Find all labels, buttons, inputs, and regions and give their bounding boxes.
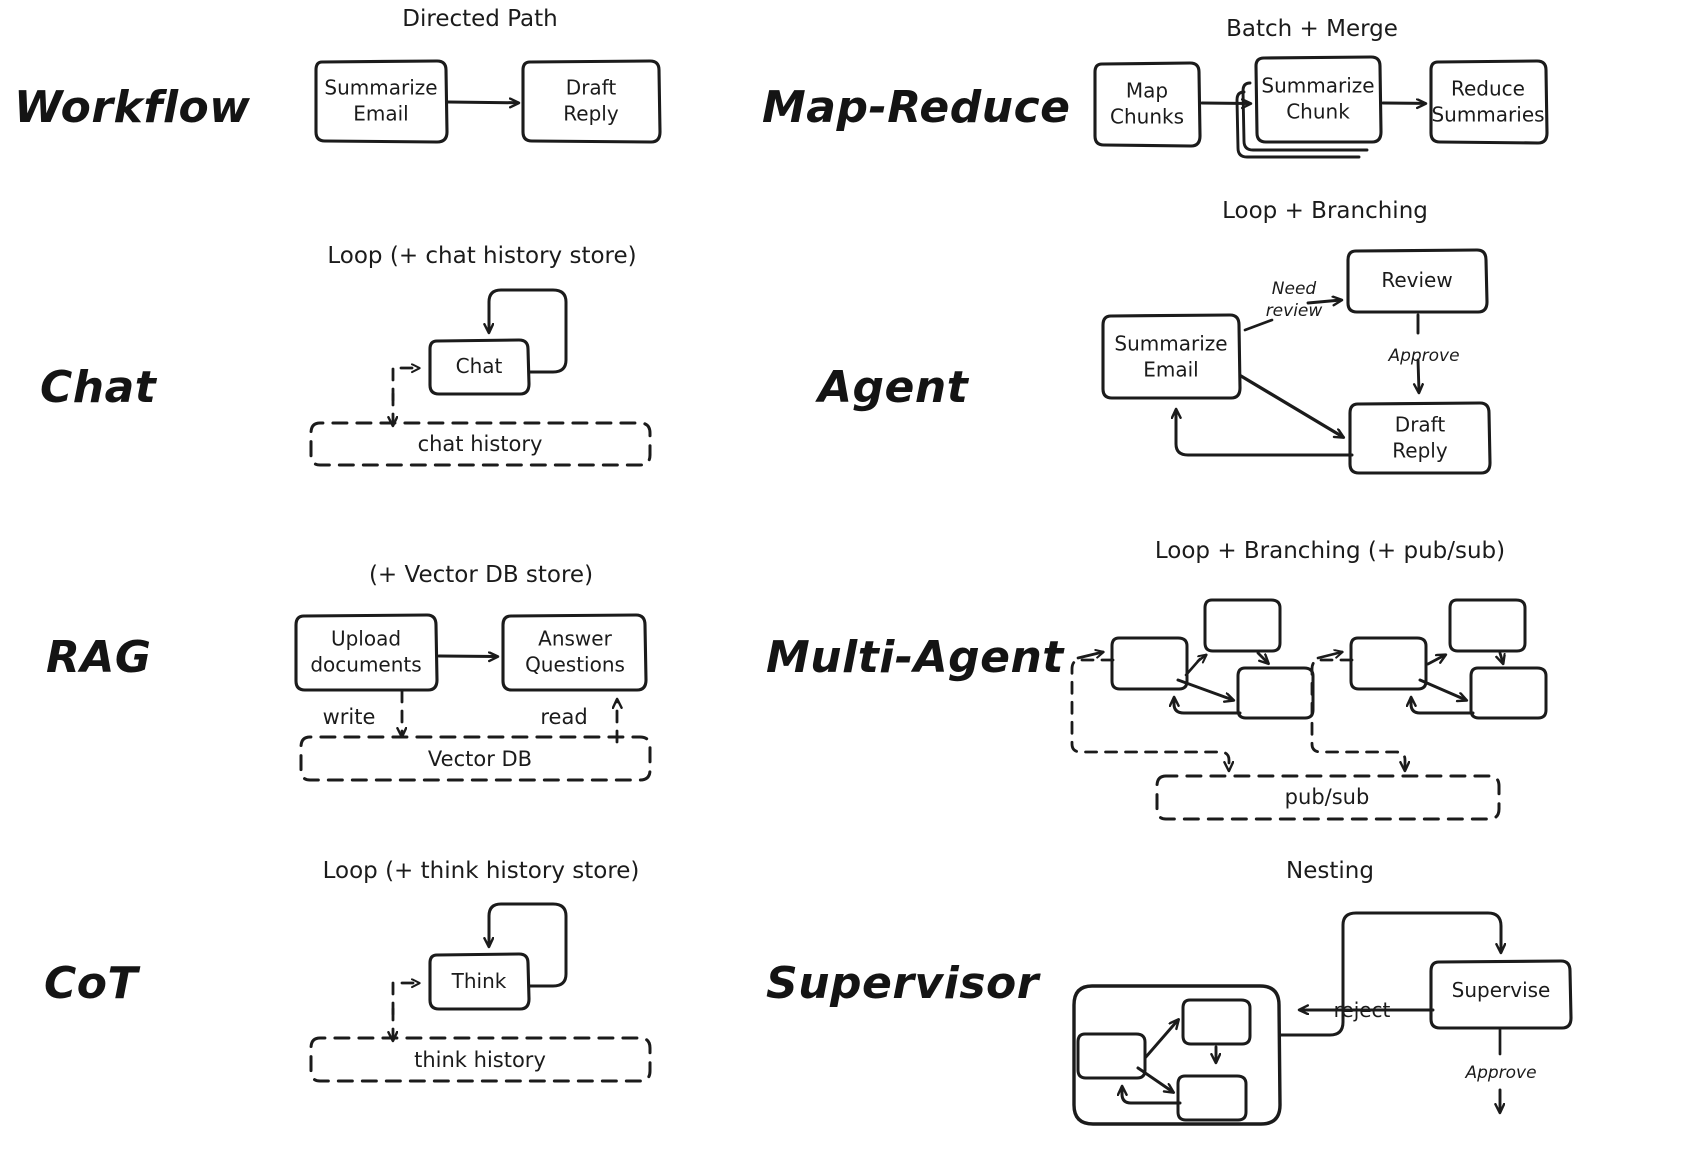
category-label-workflow: Workflow bbox=[14, 82, 251, 133]
caption-loop-chat-history: Loop (+ chat history store) bbox=[327, 243, 637, 269]
edge-label-write: write bbox=[322, 705, 376, 729]
category-label-rag: RAG bbox=[46, 632, 152, 683]
caption-loop-branching-pubsub: Loop + Branching (+ pub/sub) bbox=[1154, 538, 1506, 564]
category-label-multi-agent: Multi-Agent bbox=[766, 632, 1064, 683]
store-chat-history: chat history bbox=[417, 432, 543, 456]
edge-label-reject: reject bbox=[1333, 998, 1391, 1022]
store-think-history: think history bbox=[414, 1048, 546, 1072]
edge-label-need-review: Need review bbox=[1265, 278, 1323, 321]
caption-batch-merge: Batch + Merge bbox=[1226, 16, 1398, 42]
caption-loop-branching: Loop + Branching bbox=[1222, 198, 1428, 224]
category-label-cot: CoT bbox=[44, 958, 139, 1009]
category-label-map-reduce: Map-Reduce bbox=[762, 82, 1071, 133]
category-label-supervisor: Supervisor bbox=[766, 958, 1039, 1009]
store-vector-db: Vector DB bbox=[427, 747, 533, 771]
caption-directed-path: Directed Path bbox=[402, 6, 558, 32]
edge-label-read: read bbox=[540, 705, 588, 729]
caption-vector-db-store: (+ Vector DB store) bbox=[368, 562, 594, 588]
edge-label-approve: Approve bbox=[1388, 346, 1460, 366]
edge-label-approve-out: Approve bbox=[1465, 1063, 1537, 1083]
caption-nesting: Nesting bbox=[1286, 858, 1374, 884]
store-pub-sub: pub/sub bbox=[1284, 785, 1370, 809]
category-label-agent: Agent bbox=[818, 362, 969, 413]
caption-loop-think-history: Loop (+ think history store) bbox=[322, 858, 640, 884]
category-label-chat: Chat bbox=[40, 362, 157, 413]
